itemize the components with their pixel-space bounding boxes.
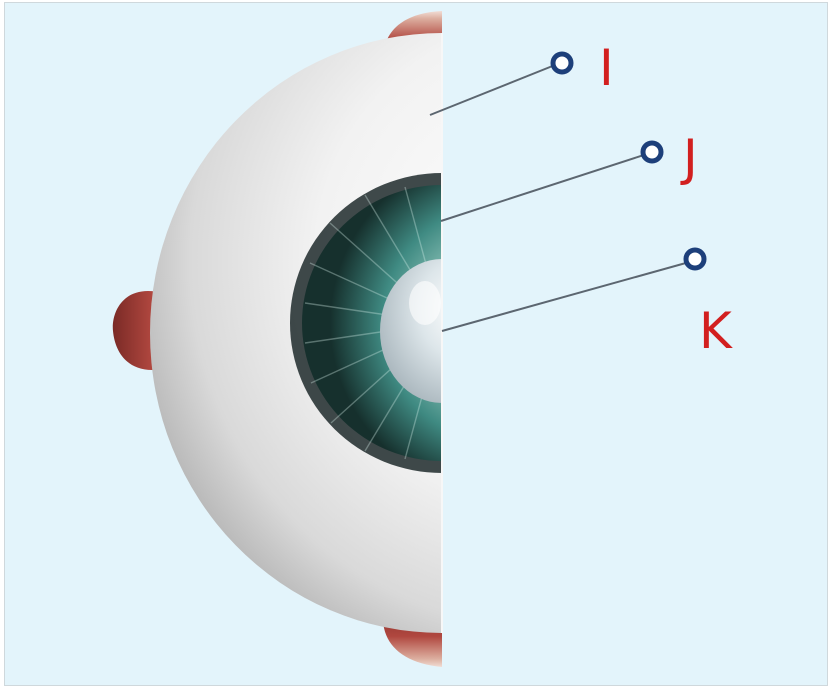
lens-highlight: [409, 281, 441, 325]
marker-i: [553, 54, 571, 72]
label-i: I: [599, 39, 614, 97]
label-k: K: [699, 302, 733, 360]
eye-cross-section-diagram: I J K: [5, 3, 828, 686]
marker-k: [686, 250, 704, 268]
label-j: J: [680, 129, 698, 187]
diagram-frame: I J K: [4, 2, 828, 686]
marker-j: [643, 143, 661, 161]
